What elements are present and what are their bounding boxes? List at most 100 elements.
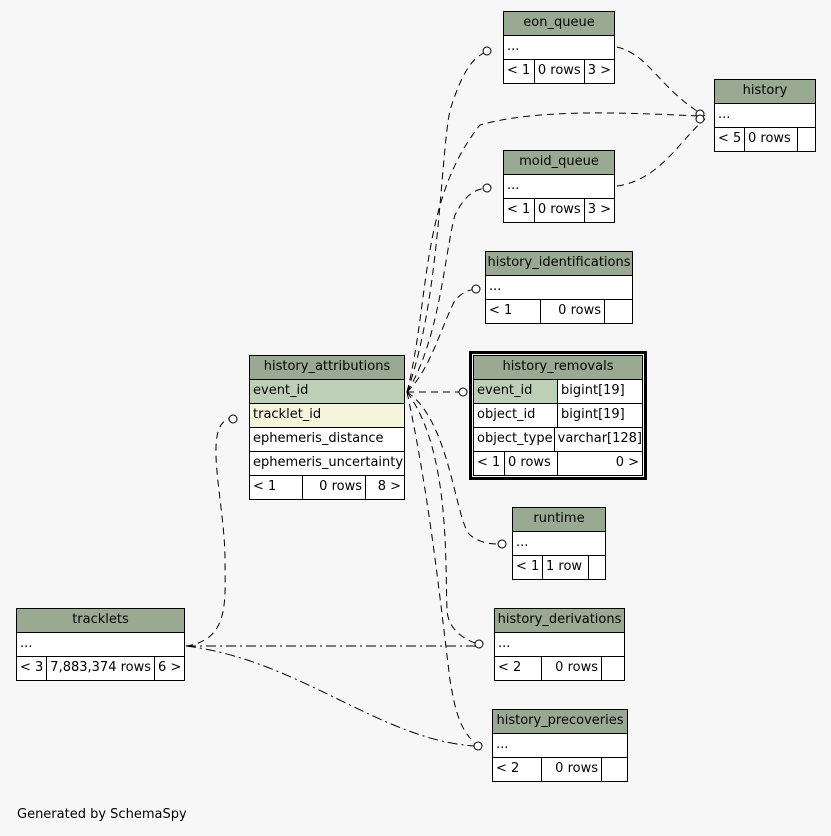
- column-ephemeris-distance: ephemeris_distance: [250, 428, 404, 452]
- edge-attributions-runtime: [406, 391, 500, 545]
- edge-end-identifications: [471, 284, 481, 294]
- table-history[interactable]: history ... < 5 0 rows: [714, 79, 816, 152]
- table-footer: < 1 0 rows: [486, 300, 632, 323]
- row-count: 0 rows: [504, 452, 557, 475]
- table-moid-queue[interactable]: moid_queue ... < 1 0 rows 3 >: [503, 150, 615, 223]
- edge-end-removals: [458, 387, 468, 397]
- column-tracklet-id: tracklet_id: [250, 404, 404, 428]
- table-footer: < 1 1 row: [513, 556, 605, 579]
- row-count: 0 rows: [302, 476, 365, 499]
- table-title: history_identifications: [486, 252, 632, 276]
- table-title: moid_queue: [504, 151, 614, 175]
- children-count[interactable]: 8 >: [365, 476, 404, 499]
- table-footer: < 1 0 rows 3 >: [504, 60, 614, 83]
- parents-count[interactable]: < 1: [253, 479, 277, 494]
- row-count: 1 row: [542, 556, 588, 579]
- parents-count[interactable]: < 5: [718, 131, 742, 146]
- edge-end-runtime: [497, 539, 507, 549]
- parents-count[interactable]: < 2: [498, 660, 522, 675]
- edge-attributions-eon-queue: [406, 50, 491, 393]
- edge-attributions-precoveries: [406, 391, 476, 744]
- table-footer: < 2 0 rows: [493, 758, 627, 781]
- children-count[interactable]: 3 >: [583, 60, 614, 83]
- children-count[interactable]: 3 >: [583, 199, 614, 222]
- edge-moid-queue-history: [616, 118, 706, 187]
- table-title: history_derivations: [495, 609, 624, 633]
- column-name: object_type: [477, 431, 553, 446]
- table-eon-queue[interactable]: eon_queue ... < 1 0 rows 3 >: [503, 11, 615, 84]
- column-name: object_id: [477, 407, 536, 422]
- table-tracklets[interactable]: tracklets ... < 3 7,883,374 rows 6 >: [16, 608, 185, 681]
- table-history-attributions[interactable]: history_attributions event_id tracklet_i…: [249, 355, 405, 500]
- column-name: event_id: [477, 383, 533, 398]
- table-body: ...: [486, 276, 632, 300]
- column-ephemeris-uncertainty: ephemeris_uncertainty: [250, 452, 404, 476]
- table-title: history_precoveries: [493, 710, 627, 734]
- table-title: history: [715, 80, 815, 104]
- children-count: [588, 556, 605, 579]
- edge-end-history-2: [695, 114, 705, 124]
- table-body: ...: [513, 532, 605, 556]
- table-title: runtime: [513, 508, 605, 532]
- table-title: history_attributions: [250, 356, 404, 380]
- edge-attributions-identifications: [406, 288, 478, 393]
- edge-attributions-history: [406, 112, 701, 393]
- table-history-derivations[interactable]: history_derivations ... < 2 0 rows: [494, 608, 625, 681]
- column-object-id: object_id bigint[19]: [474, 404, 642, 428]
- table-footer: < 1 0 rows 3 >: [504, 199, 614, 222]
- row-count: 7,883,374 rows: [46, 657, 154, 680]
- children-count: [601, 657, 624, 680]
- row-count: 0 rows: [540, 300, 604, 323]
- children-count: [604, 300, 632, 323]
- edge-end-derivations: [474, 639, 484, 649]
- children-count[interactable]: 6 >: [154, 657, 184, 680]
- children-count: [601, 758, 627, 781]
- parents-count[interactable]: < 1: [477, 455, 501, 470]
- edge-end-attributions: [228, 414, 238, 424]
- table-title: eon_queue: [504, 12, 614, 36]
- row-count: 0 rows: [541, 657, 601, 680]
- column-event-id: event_id: [250, 380, 404, 404]
- edge-tracklets-attributions: [185, 417, 234, 647]
- table-runtime[interactable]: runtime ... < 1 1 row: [512, 507, 606, 580]
- column-type: bigint[19]: [557, 380, 642, 403]
- children-count: [797, 128, 815, 151]
- edge-end-eon-queue: [482, 46, 492, 56]
- edge-end-moid-queue: [482, 183, 492, 193]
- table-history-precoveries[interactable]: history_precoveries ... < 2 0 rows: [492, 709, 628, 782]
- parents-count[interactable]: < 1: [489, 303, 513, 318]
- table-footer: < 2 0 rows: [495, 657, 624, 680]
- column-object-type: object_type varchar[128]: [474, 428, 642, 452]
- row-count: 0 rows: [533, 199, 584, 222]
- parents-count[interactable]: < 3: [20, 660, 44, 675]
- children-count[interactable]: 0 >: [557, 452, 642, 475]
- table-footer: < 5 0 rows: [715, 128, 815, 151]
- row-count: 0 rows: [533, 60, 584, 83]
- parents-count[interactable]: < 1: [507, 202, 531, 217]
- column-type: bigint[19]: [557, 404, 642, 427]
- edge-eon-queue-history: [616, 46, 706, 117]
- table-body: ...: [17, 633, 184, 657]
- column-event-id: event_id bigint[19]: [474, 380, 642, 404]
- parents-count[interactable]: < 2: [496, 761, 520, 776]
- table-title: history_removals: [474, 356, 642, 380]
- generated-by-text: Generated by SchemaSpy: [17, 807, 187, 822]
- table-footer: < 3 7,883,374 rows 6 >: [17, 657, 184, 680]
- parents-count[interactable]: < 1: [516, 559, 540, 574]
- row-count: 0 rows: [541, 758, 601, 781]
- edge-end-precoveries: [473, 741, 483, 751]
- table-history-identifications[interactable]: history_identifications ... < 1 0 rows: [485, 251, 633, 324]
- table-title: tracklets: [17, 609, 184, 633]
- edge-attributions-derivations: [406, 391, 479, 645]
- table-body: ...: [504, 36, 614, 60]
- edge-tracklets-precoveries: [185, 645, 476, 747]
- row-count: 0 rows: [744, 128, 797, 151]
- column-type: varchar[128]: [553, 428, 642, 451]
- table-history-removals[interactable]: history_removals event_id bigint[19] obj…: [469, 351, 647, 480]
- table-body: ...: [504, 175, 614, 199]
- table-body: ...: [495, 633, 624, 657]
- parents-count[interactable]: < 1: [507, 63, 531, 78]
- table-footer: < 1 0 rows 8 >: [250, 476, 404, 499]
